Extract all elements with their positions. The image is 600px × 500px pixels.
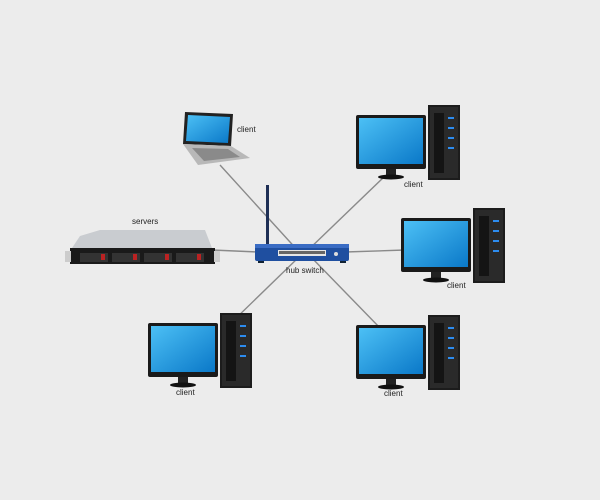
laptop-client[interactable]: client [183, 112, 256, 165]
desktop-client-top-right[interactable]: client [356, 105, 460, 189]
hub-switch-icon [255, 185, 349, 263]
laptop-icon [183, 112, 250, 165]
desktop-client-bottom-left[interactable]: client [148, 313, 252, 397]
hub-switch[interactable]: hub switch [255, 185, 349, 275]
desktop-computer-icon [401, 208, 505, 283]
desktop-client-bottom-right[interactable]: client [356, 315, 460, 398]
link-client-right [344, 249, 406, 253]
link-client-top-right [304, 175, 386, 254]
desktop-computer-icon [356, 315, 460, 390]
client-label: client [447, 281, 466, 290]
rack-server-icon [65, 230, 220, 264]
link-client-bottom-right [309, 255, 383, 331]
desktop-client-right[interactable]: client [401, 208, 505, 290]
client-label: client [176, 388, 195, 397]
client-label: client [237, 125, 256, 134]
hub-switch-label: hub switch [286, 266, 324, 275]
server-label: servers [132, 217, 158, 226]
client-label: client [384, 389, 403, 398]
link-client-bottom-left [231, 255, 301, 323]
desktop-computer-icon [148, 313, 252, 388]
link-server [211, 249, 259, 253]
desktop-computer-icon [356, 105, 460, 180]
links [211, 164, 406, 331]
server[interactable]: servers [65, 217, 220, 264]
client-label: client [404, 180, 423, 189]
link-laptop [219, 164, 301, 254]
